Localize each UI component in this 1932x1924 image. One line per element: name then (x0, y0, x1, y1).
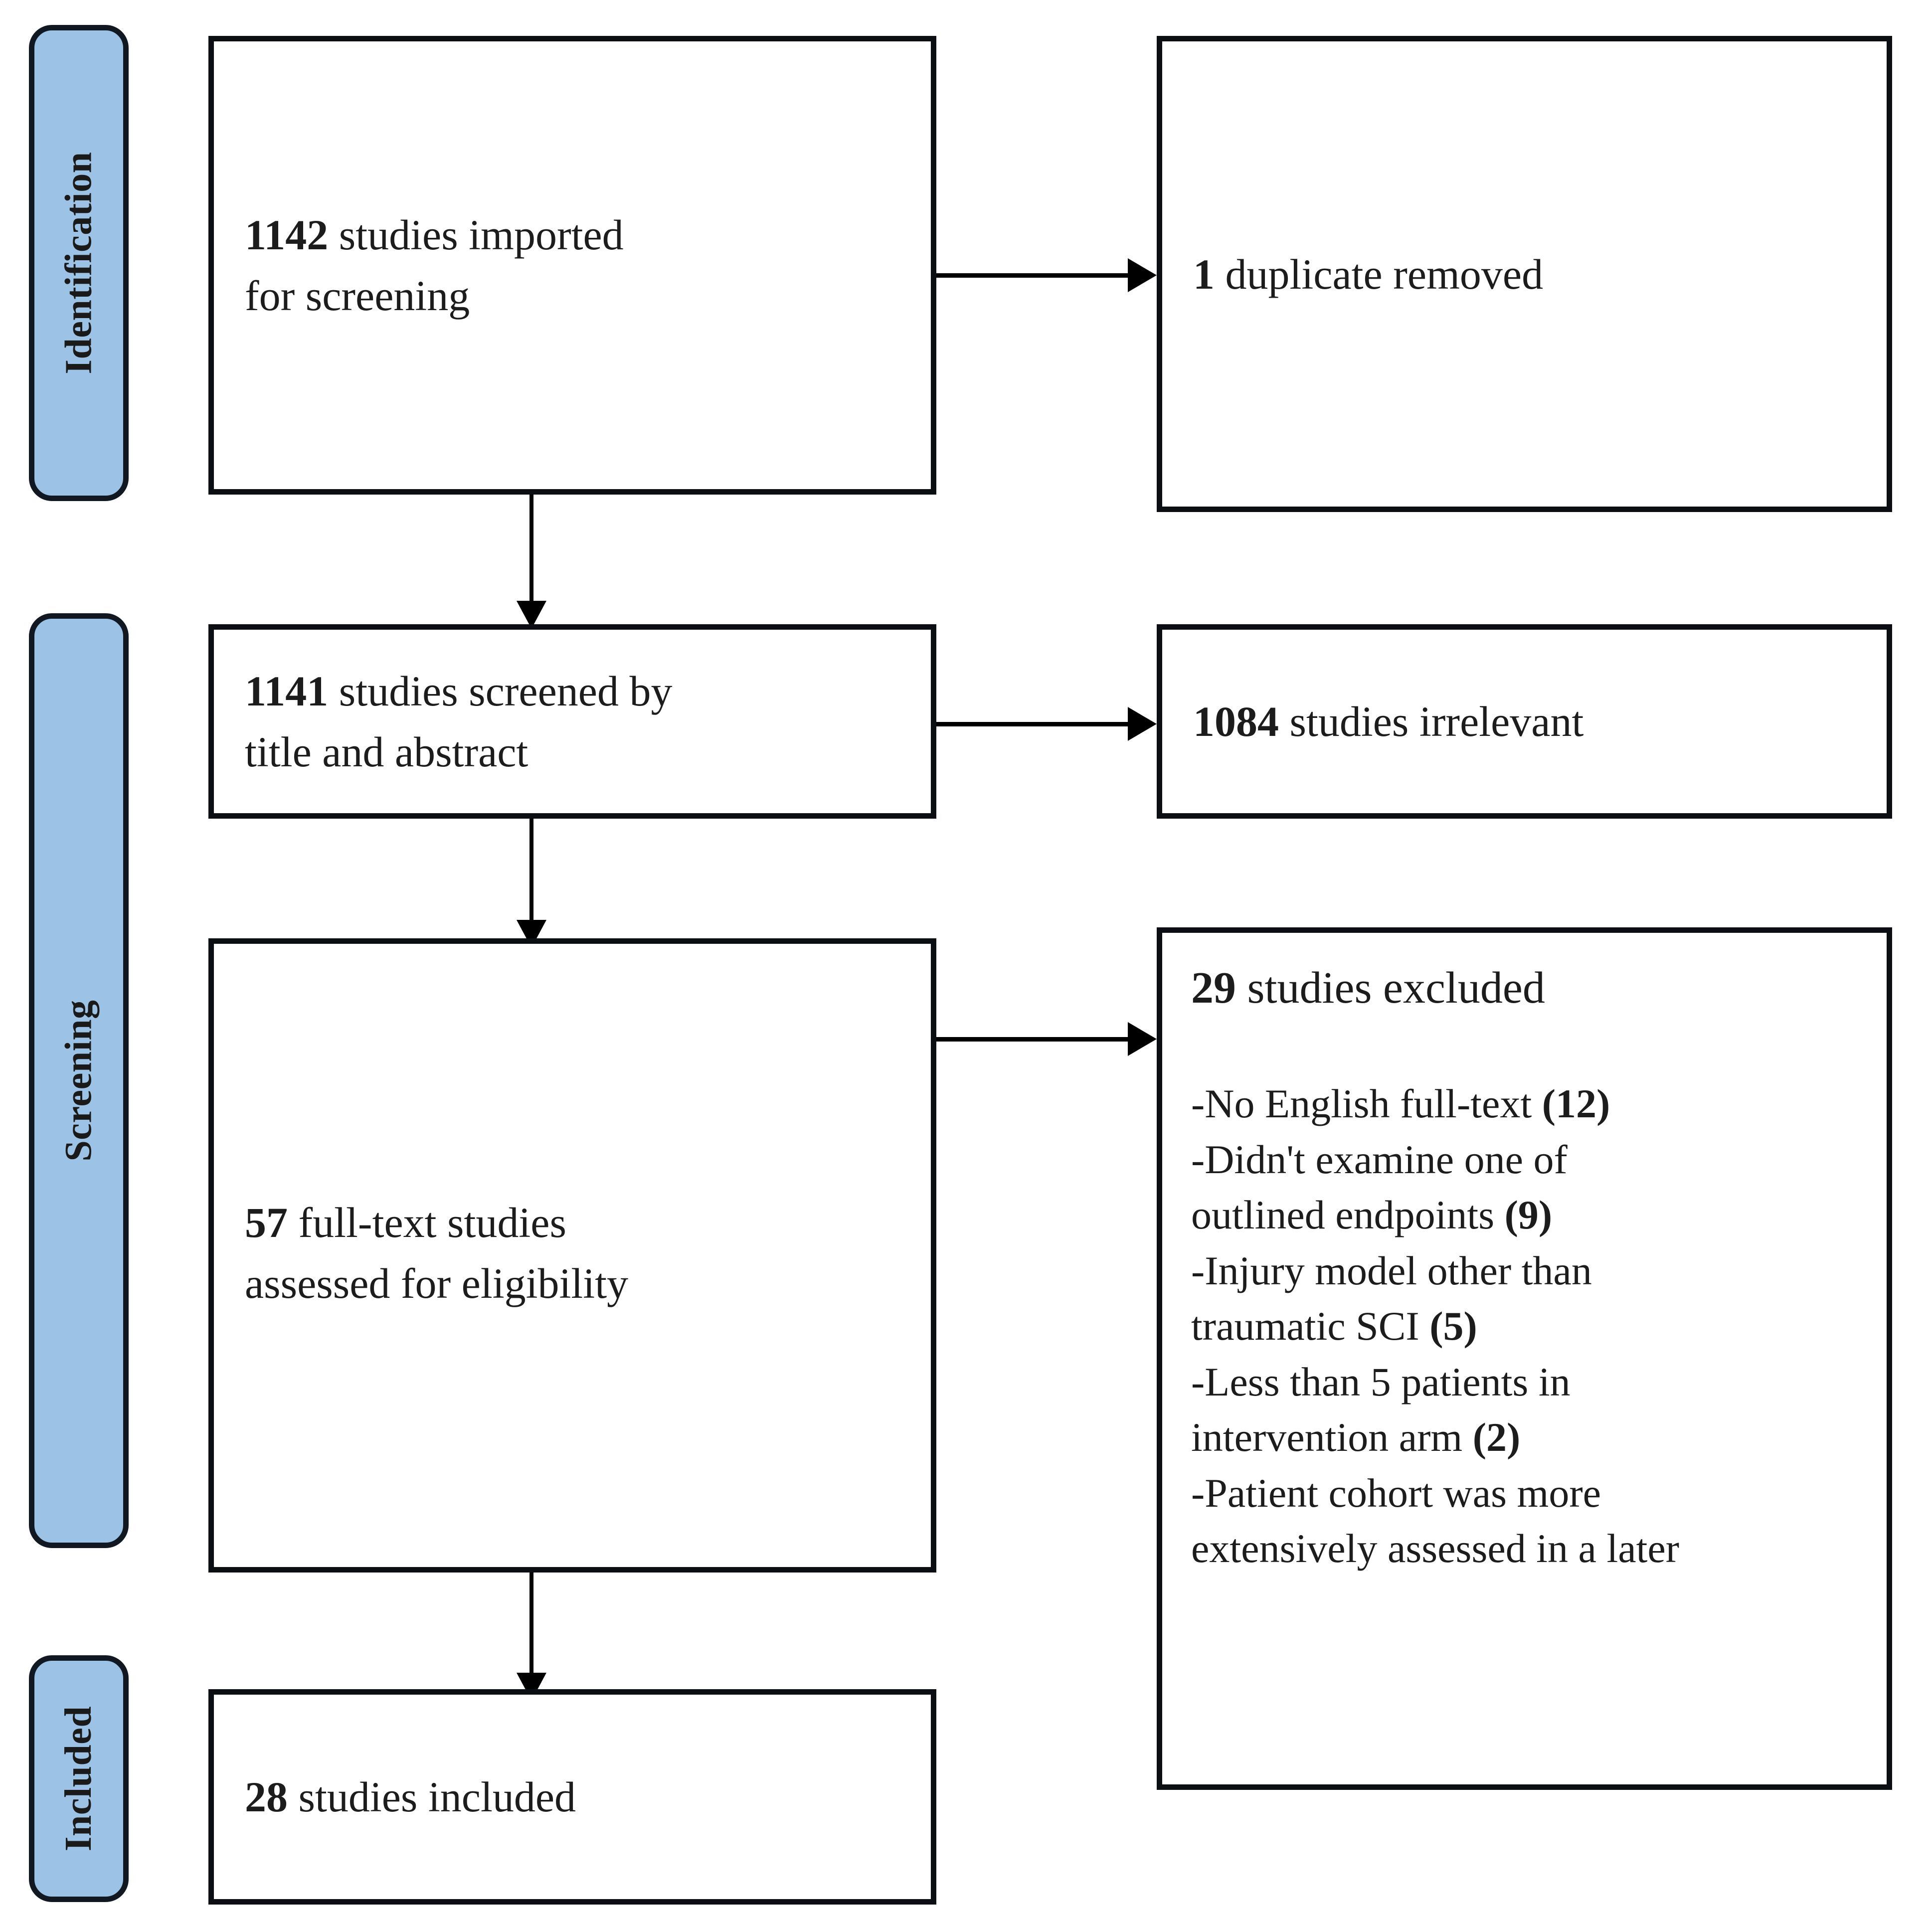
arrow-head-right (1128, 1022, 1157, 1056)
exclusion-reason-item: -Injury model other than (1191, 1243, 1874, 1299)
exclusion-reason-text: traumatic SCI (1191, 1303, 1430, 1349)
box-studies-excluded-title: 29 studies excluded (1191, 959, 1874, 1017)
studies-screened-line1-rest: studies screened by (328, 667, 673, 715)
exclusion-reason-list: -No English full-text (12) -Didn't exami… (1191, 1076, 1874, 1576)
stage-bar-identification: Identification (29, 25, 129, 501)
studies-screened-count: 1141 (245, 667, 329, 715)
arrow-head-right (1128, 707, 1157, 741)
exclusion-reason-text: intervention arm (1191, 1414, 1473, 1460)
exclusion-reason-count: (9) (1504, 1192, 1553, 1238)
fulltext-assessed-line1-rest: full-text studies (288, 1199, 566, 1246)
box-studies-irrelevant: 1084 studies irrelevant (1157, 624, 1892, 819)
box-studies-included: 28 studies included (208, 1689, 936, 1905)
exclusion-reason-count: (2) (1472, 1414, 1521, 1460)
box-studies-screened: 1141 studies screened by title and abstr… (208, 624, 936, 819)
exclusion-reason-text: -No English full-text (1191, 1081, 1542, 1126)
exclusion-reason-text: extensively assessed in a later (1191, 1526, 1680, 1572)
box-studies-imported-line1: 1142 studies imported (245, 204, 912, 265)
box-studies-imported: 1142 studies imported for screening (208, 36, 936, 495)
arrow-head-right (1128, 258, 1157, 292)
box-studies-included-body: 28 studies included (245, 1766, 912, 1827)
box-fulltext-assessed: 57 full-text studies assessed for eligib… (208, 938, 936, 1573)
exclusion-reason-item: -No English full-text (12) (1191, 1076, 1874, 1132)
box-studies-excluded-body: 29 studies excluded -No English full-tex… (1191, 959, 1874, 1576)
box-studies-excluded: 29 studies excluded -No English full-tex… (1157, 927, 1892, 1790)
exclusion-reason-item: traumatic SCI (5) (1191, 1298, 1874, 1354)
box-fulltext-assessed-line2: assessed for eligibility (245, 1259, 629, 1308)
exclusion-reason-text: -Didn't examine one of (1191, 1136, 1568, 1182)
studies-imported-count: 1142 (245, 210, 329, 259)
box-studies-irrelevant-body: 1084 studies irrelevant (1193, 691, 1868, 752)
exclusion-reason-text: -Injury model other than (1191, 1247, 1592, 1293)
studies-included-rest: studies included (288, 1772, 576, 1821)
studies-included-count: 28 (245, 1772, 288, 1821)
box-studies-irrelevant-line1: 1084 studies irrelevant (1193, 691, 1868, 752)
connector-line-vertical (529, 1573, 533, 1683)
box-fulltext-assessed-line1: 57 full-text studies (245, 1192, 912, 1253)
stage-label-screening: Screening (57, 1000, 100, 1162)
exclusion-reason-item: intervention arm (2) (1191, 1409, 1874, 1465)
box-studies-screened-body: 1141 studies screened by title and abstr… (245, 661, 912, 782)
exclusion-reason-item: extensively assessed in a later (1191, 1521, 1874, 1576)
fulltext-assessed-count: 57 (245, 1199, 288, 1246)
studies-excluded-count: 29 (1191, 963, 1236, 1013)
arrow-head-down (517, 601, 546, 629)
box-duplicate-removed-body: 1 duplicate removed (1193, 243, 1868, 304)
stage-bar-included: Included (29, 1655, 129, 1902)
studies-imported-line1-rest: studies imported (328, 210, 624, 259)
connector-line-vertical (529, 495, 533, 609)
box-fulltext-assessed-body: 57 full-text studies assessed for eligib… (245, 1192, 912, 1314)
exclusion-reason-item: -Didn't examine one of (1191, 1132, 1874, 1188)
connector-line-horizontal (936, 273, 1131, 278)
connector-line-vertical (529, 819, 533, 929)
duplicate-removed-count: 1 (1193, 250, 1215, 298)
exclusion-reason-item: -Less than 5 patients in (1191, 1354, 1874, 1410)
connector-line-horizontal (936, 722, 1131, 726)
exclusion-reason-text: outlined endpoints (1191, 1192, 1505, 1238)
studies-excluded-rest: studies excluded (1236, 963, 1545, 1013)
exclusion-reason-count: (5) (1429, 1303, 1477, 1349)
box-studies-included-line1: 28 studies included (245, 1766, 912, 1827)
box-duplicate-removed: 1 duplicate removed (1157, 36, 1892, 512)
studies-irrelevant-count: 1084 (1193, 697, 1279, 745)
exclusion-reason-text: -Less than 5 patients in (1191, 1359, 1571, 1404)
exclusion-reason-text: -Patient cohort was more (1191, 1470, 1601, 1516)
box-duplicate-removed-line1: 1 duplicate removed (1193, 243, 1868, 304)
box-studies-screened-line1: 1141 studies screened by (245, 661, 912, 721)
studies-irrelevant-rest: studies irrelevant (1279, 697, 1584, 745)
connector-line-horizontal (936, 1037, 1131, 1042)
box-studies-imported-body: 1142 studies imported for screening (245, 204, 912, 326)
stage-label-identification: Identification (57, 152, 100, 374)
stage-bar-screening: Screening (29, 613, 129, 1548)
box-studies-imported-line2: for screening (245, 272, 470, 320)
duplicate-removed-rest: duplicate removed (1215, 250, 1544, 298)
stage-label-included: Included (57, 1706, 100, 1852)
exclusion-reason-item: outlined endpoints (9) (1191, 1187, 1874, 1243)
box-studies-screened-line2: title and abstract (245, 728, 528, 776)
exclusion-reason-count: (12) (1542, 1081, 1610, 1126)
exclusion-reason-item: -Patient cohort was more (1191, 1465, 1874, 1521)
